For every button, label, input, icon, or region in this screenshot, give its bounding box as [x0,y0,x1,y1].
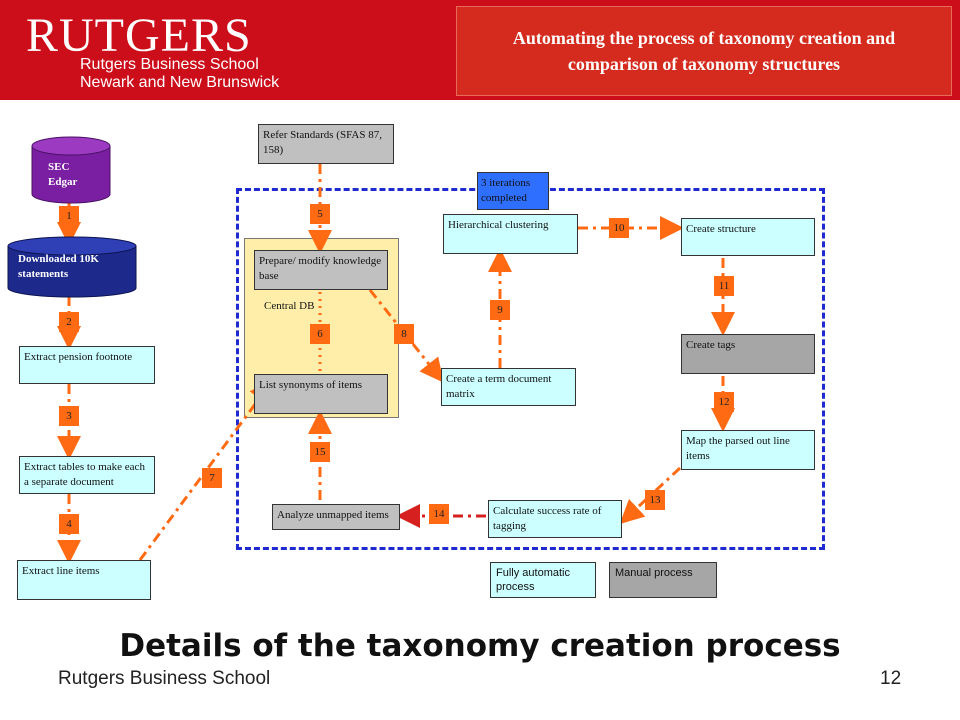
step-10: 10 [609,218,629,238]
iterations-badge: 3 iterations completed [477,172,549,210]
step-9: 9 [490,300,510,320]
prepare-kb-node: Prepare/ modify knowledge base [254,250,388,290]
hierarchical-clustering-node: Hierarchical clustering [443,214,578,254]
rutgers-logo: RUTGERS [26,9,252,62]
term-document-matrix-node: Create a term document matrix [441,368,576,406]
create-tags-node: Create tags [681,334,815,374]
step-8: 8 [394,324,414,344]
create-structure-node: Create structure [681,218,815,256]
step-12: 12 [714,392,734,412]
legend-manual: Manual process [609,562,717,598]
step-4: 4 [59,514,79,534]
analyze-unmapped-node: Analyze unmapped items [272,504,400,530]
step-1: 1 [59,206,79,226]
slide-title: Automating the process of taxonomy creat… [456,6,952,96]
step-11: 11 [714,276,734,296]
downloaded-10k-cylinder [7,236,137,298]
map-line-items-node: Map the parsed out line items [681,430,815,470]
step-7: 7 [202,468,222,488]
diagram-caption: Details of the taxonomy creation process [119,628,841,664]
step-2: 2 [59,312,79,332]
step-13: 13 [645,490,665,510]
success-rate-node: Calculate success rate of tagging [488,500,622,538]
step-14: 14 [429,504,449,524]
arrow-8 [368,289,444,383]
page-number: 12 [880,668,902,689]
sec-edgar-cylinder [31,136,111,204]
extract-tables-node: Extract tables to make each a separate d… [19,456,155,494]
logo-line-2: Newark and New Brunswick [80,74,280,91]
legend-automatic: Fully automatic process [490,562,596,598]
downloaded-10k-label: Downloaded 10K statements [18,253,99,280]
list-synonyms-node: List synonyms of items [254,374,388,414]
extract-pension-node: Extract pension footnote [19,346,155,384]
logo-line-1: Rutgers Business School [80,56,259,73]
sec-edgar-label: SEC Edgar [48,161,78,188]
step-15: 15 [310,442,330,462]
step-3: 3 [59,406,79,426]
extract-line-items-node: Extract line items [17,560,151,600]
step-6: 6 [310,324,330,344]
step-5: 5 [310,204,330,224]
refer-standards-node: Refer Standards (SFAS 87, 158) [258,124,394,164]
footer-school: Rutgers Business School [58,668,271,689]
header-banner: RUTGERS Rutgers Business School Newark a… [0,0,960,100]
central-db-label: Central DB [264,300,315,312]
